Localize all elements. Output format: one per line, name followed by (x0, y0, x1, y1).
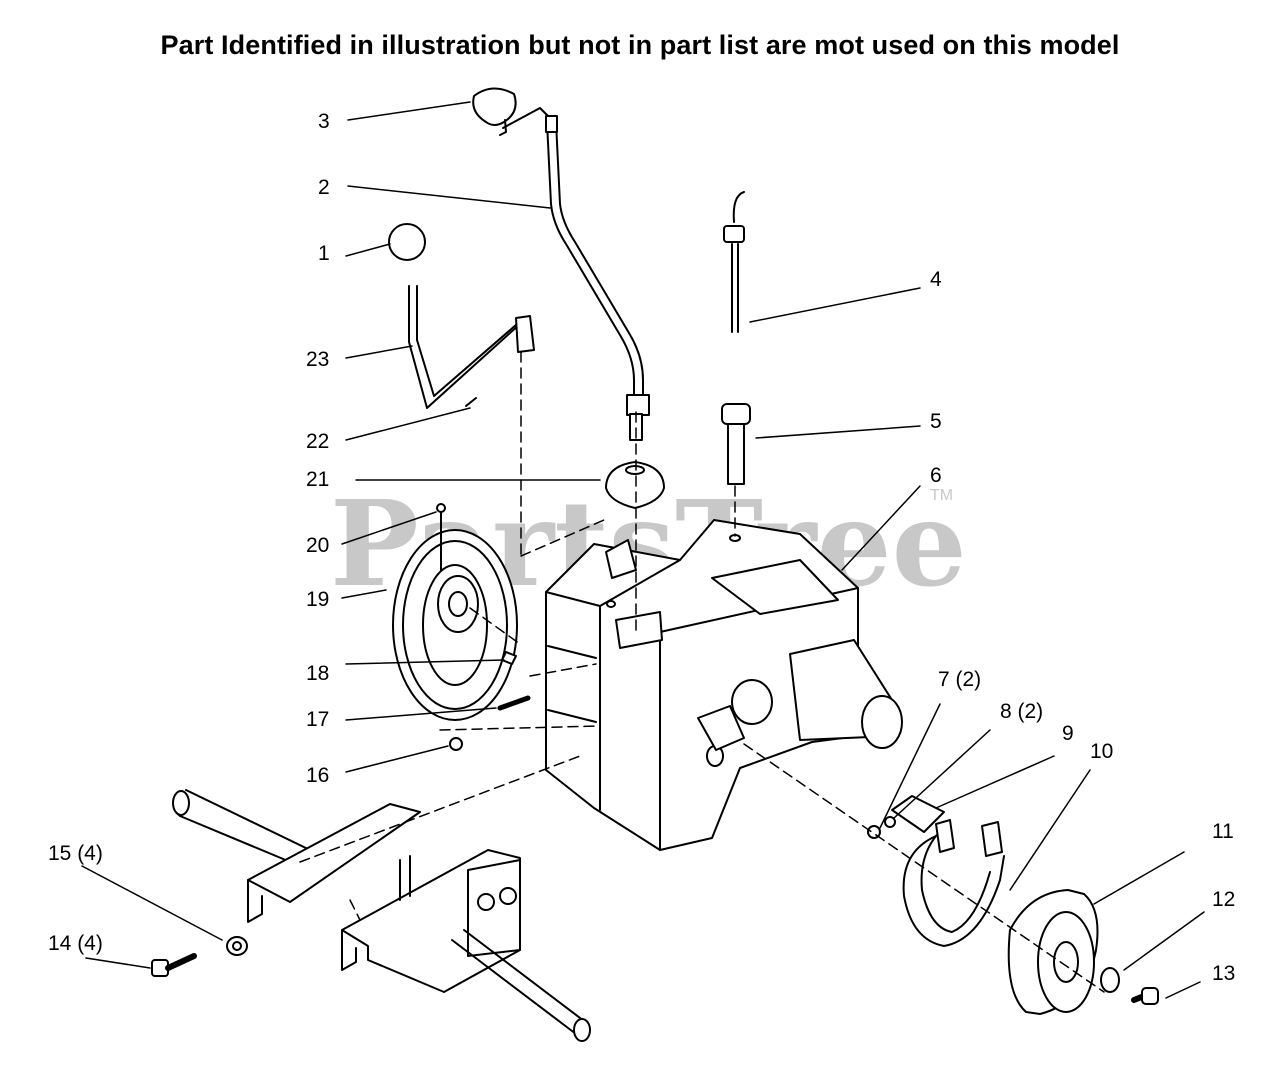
callout-19: 19 (306, 588, 329, 611)
callout-21: 21 (306, 468, 329, 491)
callout-12: 12 (1212, 888, 1235, 911)
callout-22: 22 (306, 430, 329, 453)
part-17-bolt (497, 695, 531, 711)
part-18-key (501, 651, 517, 665)
part-12-washer (1100, 967, 1120, 993)
part-8-washer (884, 816, 896, 828)
assembly-dashed-lines (299, 351, 1105, 993)
callout-11: 11 (1212, 820, 1234, 843)
callout-18: 18 (306, 662, 329, 685)
callout-3: 3 (318, 110, 330, 133)
part-4-cable (723, 191, 745, 333)
part-6-transmission (545, 519, 903, 851)
part-21-boot (605, 461, 665, 509)
callout-17: 17 (306, 708, 329, 731)
callout-5: 5 (930, 410, 942, 433)
part-20-screw (436, 503, 446, 571)
part-11-drum (1007, 889, 1099, 1015)
watermark-tm: TM (930, 487, 953, 504)
part-19-pulley (392, 529, 518, 721)
callout-20: 20 (306, 534, 329, 557)
part-1-ball-knob (388, 223, 426, 261)
part-2-shift-lever (545, 115, 650, 441)
callout-4: 4 (930, 268, 942, 291)
frame-assembly (172, 789, 591, 1042)
callout-14: 14 (4) (48, 932, 103, 955)
callout-8: 8 (2) (1000, 700, 1043, 723)
part-3-knob (472, 87, 551, 136)
callout-2: 2 (318, 176, 330, 199)
part-13-bolt (1131, 987, 1159, 1005)
part-15-washer (226, 936, 248, 956)
part-5-fitting (721, 403, 751, 485)
callout-16: 16 (306, 764, 329, 787)
callout-13: 13 (1212, 962, 1235, 985)
callout-6: 6 (930, 464, 942, 487)
callout-1: 1 (318, 242, 330, 265)
callout-7: 7 (2) (938, 668, 981, 691)
part-10-band (902, 819, 1005, 947)
diagram-title: Part Identified in illustration but not … (160, 30, 1120, 60)
part-16-nut (449, 737, 463, 751)
part-14-bolt (151, 953, 197, 977)
callout-labels: 3 2 1 23 22 21 20 19 18 17 16 15 (4) 14 … (48, 110, 1235, 985)
part-9-bracket (891, 795, 945, 833)
part-23-lever (408, 285, 535, 409)
callout-10: 10 (1090, 740, 1113, 763)
callout-15: 15 (4) (48, 842, 103, 865)
callout-9: 9 (1062, 722, 1074, 745)
leader-lines (81, 101, 1205, 999)
callout-23: 23 (306, 348, 329, 371)
